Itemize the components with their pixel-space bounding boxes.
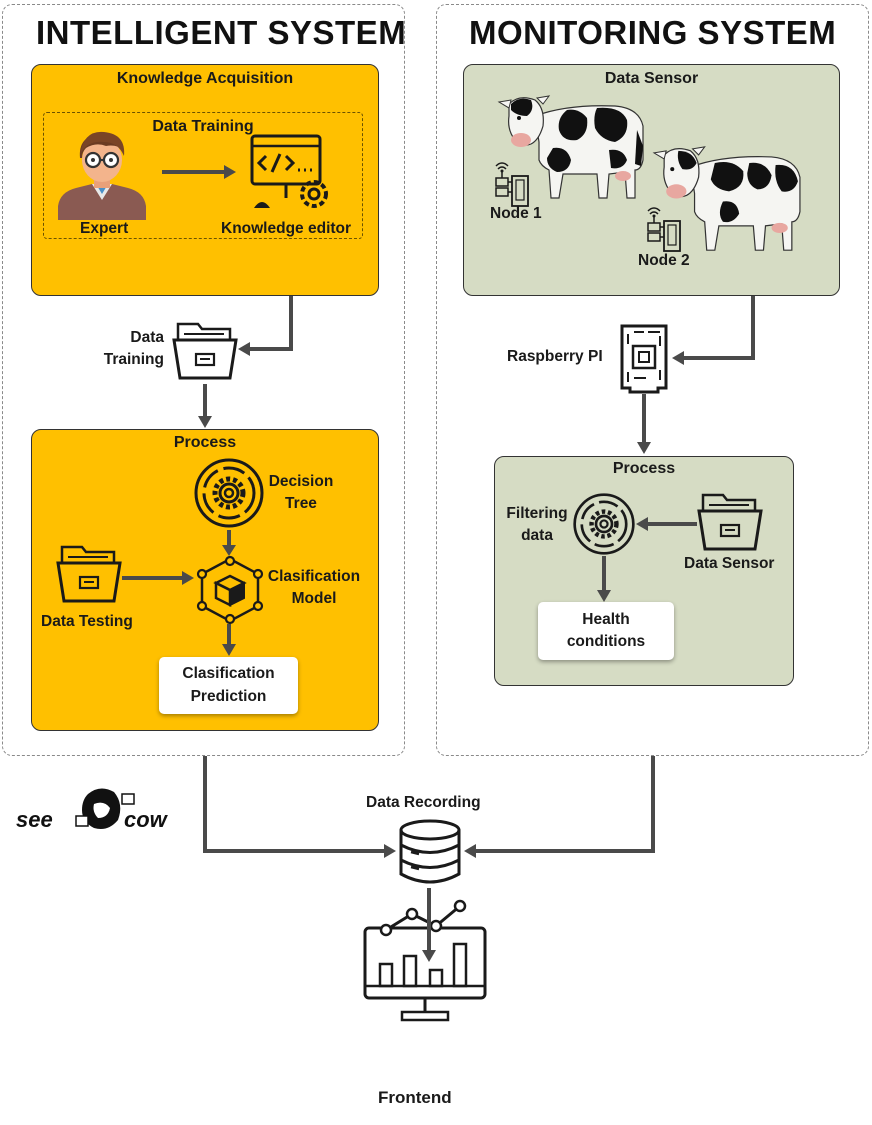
raspberry-pi-label: Raspberry PI xyxy=(507,348,603,365)
knowledge-editor-icon xyxy=(250,134,328,208)
data-training-label-line2: Training xyxy=(103,351,164,369)
seecow-logo: see cow xyxy=(16,788,169,832)
arrow-sensor-to-raspberry xyxy=(682,296,755,360)
data-sensor-folder-icon xyxy=(697,493,763,551)
database-icon xyxy=(399,819,461,884)
knowledge-editor-label: Knowledge editor xyxy=(221,220,352,237)
monitoring-process-title: Process xyxy=(612,460,676,477)
raspberry-pi-icon xyxy=(620,324,668,394)
frontend-label: Frontend xyxy=(378,1088,452,1107)
intelligent-process-title: Process xyxy=(173,434,237,451)
data-sensor-title: Data Sensor xyxy=(604,70,699,87)
health-label-line2: conditions xyxy=(566,633,646,650)
svg-text:see: see xyxy=(16,807,53,832)
arrow-intelligent-to-db xyxy=(203,756,386,853)
filtering-gear-icon xyxy=(573,493,635,555)
arrowhead-tree-to-model xyxy=(222,545,236,556)
data-training-dashed-box xyxy=(43,112,363,239)
frontend-dashboard-icon xyxy=(363,899,487,1022)
arrowhead-raspberry-to-process xyxy=(637,442,651,454)
classification-model-label: Clasification Model xyxy=(260,566,368,611)
data-sensor-folder-label: Data Sensor xyxy=(684,555,775,572)
classification-prediction-box: Clasification Prediction xyxy=(159,657,298,714)
classification-model-label-line2: Model xyxy=(291,590,337,608)
arrowhead-folder-to-filter xyxy=(636,517,648,531)
decision-tree-label: Decision Tree xyxy=(262,471,340,516)
monitoring-system-frame xyxy=(436,4,869,756)
arrowhead-db-to-frontend xyxy=(422,950,436,962)
prediction-label-line1: Clasification xyxy=(182,665,275,683)
expert-label: Expert xyxy=(80,220,129,237)
knowledge-acquisition-title: Knowledge Acquisition xyxy=(116,70,294,87)
health-conditions-box: Health conditions xyxy=(538,602,674,660)
data-training-folder-icon xyxy=(172,322,238,380)
arrowhead-monitoring-to-db xyxy=(464,844,476,858)
health-label-line1: Health xyxy=(582,610,630,628)
prediction-label-line2: Prediction xyxy=(190,687,267,705)
filtering-data-label: Filtering data xyxy=(500,503,574,548)
expert-icon xyxy=(58,131,146,220)
data-training-inner-title: Data Training xyxy=(152,118,254,135)
decision-tree-label-line1: Decision xyxy=(268,473,334,490)
arrowhead-intelligent-to-db xyxy=(384,844,396,858)
arrowhead-sensor-to-raspberry xyxy=(672,351,684,365)
arrowhead-filter-to-health xyxy=(597,590,611,602)
data-training-label-line1: Data xyxy=(130,329,164,346)
intelligent-system-frame xyxy=(2,4,405,756)
svg-text:cow: cow xyxy=(124,807,169,832)
data-testing-label: Data Testing xyxy=(41,613,133,630)
decision-tree-icon xyxy=(194,458,264,528)
cow-1-image xyxy=(497,95,644,199)
sensor-node-2-icon xyxy=(647,207,681,252)
arrowhead-testing-to-model xyxy=(182,571,194,585)
arrowhead-model-to-prediction xyxy=(222,644,236,656)
filtering-label-line1: Filtering xyxy=(506,505,568,522)
arrow-ka-to-training xyxy=(248,296,293,351)
decision-tree-label-line2: Tree xyxy=(285,495,317,513)
classification-model-icon xyxy=(196,555,264,625)
cow-2-image xyxy=(652,146,801,251)
node-2-label: Node 2 xyxy=(638,252,690,269)
sensor-node-1-icon xyxy=(495,162,529,207)
intelligent-system-title: INTELLIGENT SYSTEM xyxy=(36,14,407,51)
arrow-monitoring-to-db xyxy=(474,756,655,853)
data-training-label: Data Training xyxy=(96,327,164,372)
data-testing-folder-icon xyxy=(56,545,122,603)
filtering-label-line2: data xyxy=(521,527,553,545)
node-1-label: Node 1 xyxy=(490,205,542,222)
data-recording-label: Data Recording xyxy=(366,794,481,811)
arrowhead-ka-to-training xyxy=(238,342,250,356)
arrowhead-training-to-process xyxy=(198,416,212,428)
classification-model-label-line1: Clasification xyxy=(267,568,361,585)
monitoring-system-title: MONITORING SYSTEM xyxy=(469,14,837,51)
